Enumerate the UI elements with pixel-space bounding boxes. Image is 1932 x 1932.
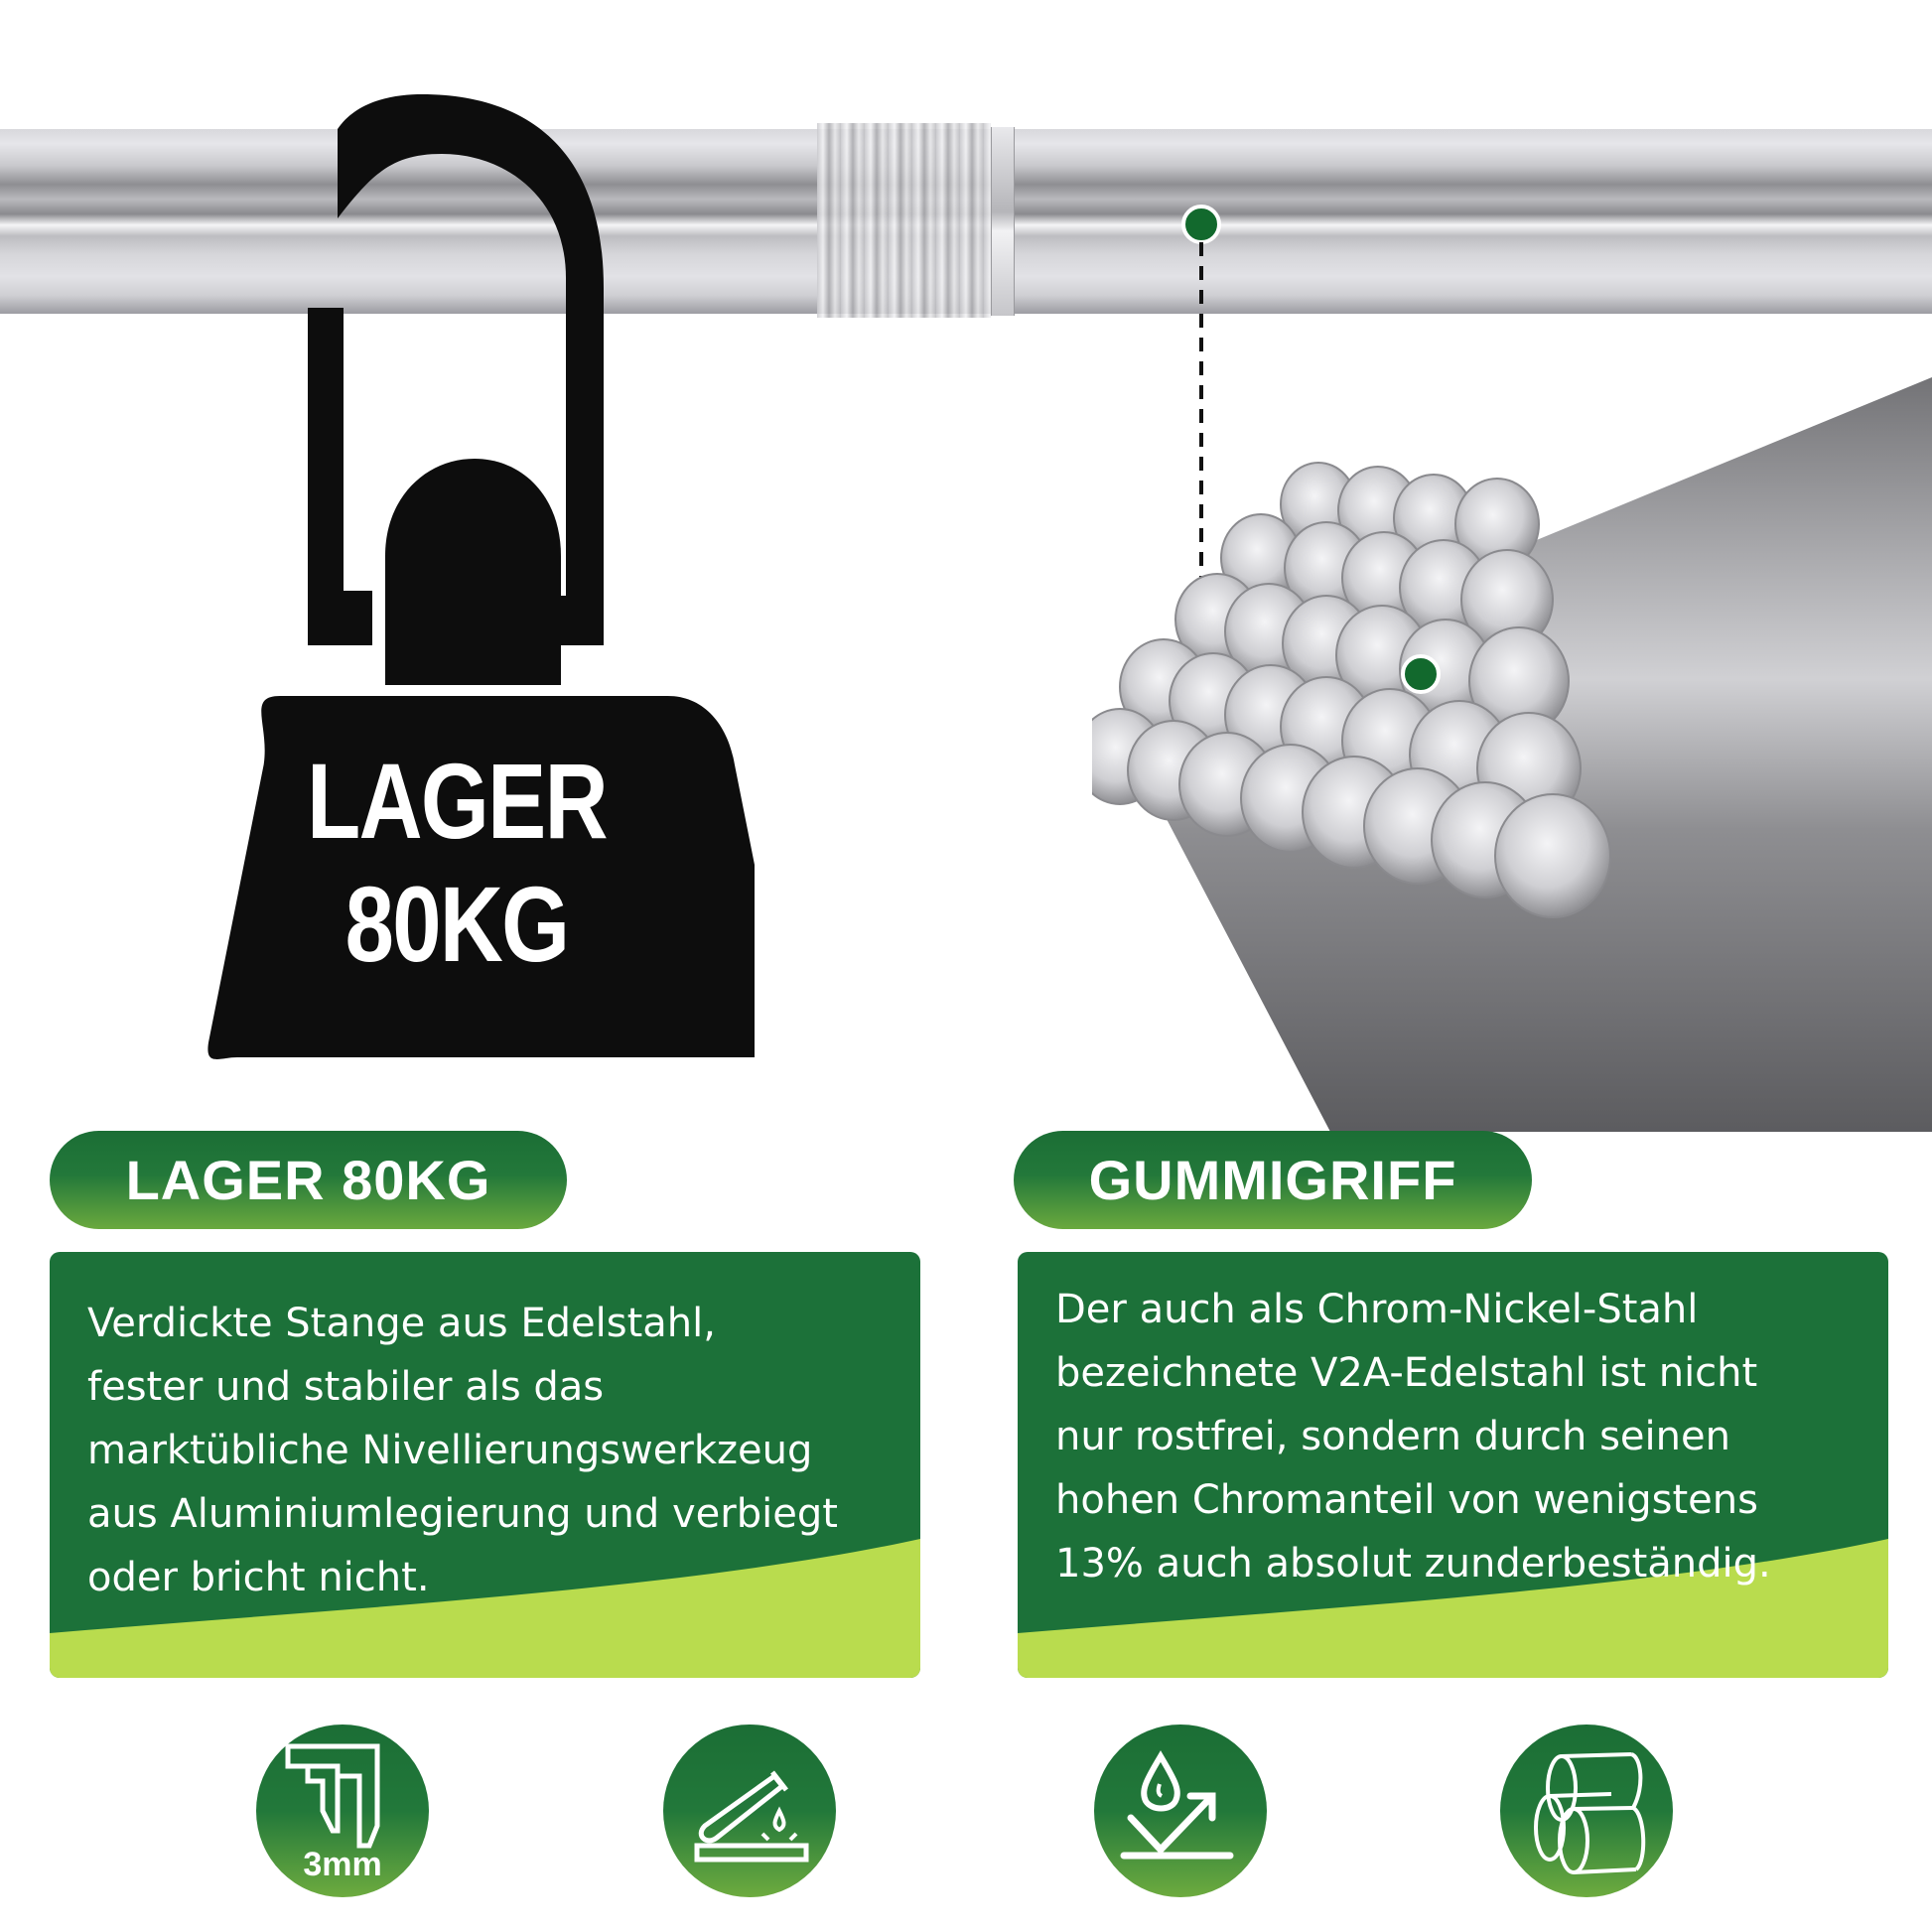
water-repellent-badge xyxy=(1094,1725,1267,1897)
feature-description-box-1: Verdickte Stange aus Edelstahl, fester u… xyxy=(50,1252,920,1678)
pipes-icon xyxy=(1534,1752,1646,1874)
test-tube-badge xyxy=(663,1725,836,1897)
pipes-badge xyxy=(1500,1725,1673,1897)
caliper-icon: 3mm xyxy=(285,1743,382,1883)
feature-title-1: LAGER 80KG xyxy=(125,1149,491,1211)
hook-weight-icon xyxy=(207,94,755,1059)
weight-label: LAGER 80KG xyxy=(255,740,657,986)
wave-decoration xyxy=(1018,1539,1888,1678)
rod-sleeve xyxy=(991,127,1015,316)
feature-description-2: Der auch als Chrom-Nickel-Stahl bezeichn… xyxy=(1055,1287,1771,1587)
svg-text:3mm: 3mm xyxy=(303,1846,381,1883)
weight-label-line2: 80KG xyxy=(345,864,570,984)
feature-title-badge-1: LAGER 80KG xyxy=(50,1131,567,1229)
feature-description-1: Verdickte Stange aus Edelstahl, fester u… xyxy=(87,1301,838,1600)
feature-title-2: GUMMIGRIFF xyxy=(1088,1149,1457,1211)
caliper-badge: 3mm xyxy=(256,1725,429,1897)
feature-description-box-2: Der auch als Chrom-Nickel-Stahl bezeichn… xyxy=(1018,1252,1888,1678)
rod-thread-joint xyxy=(817,123,991,318)
feature-title-badge-2: GUMMIGRIFF xyxy=(1014,1131,1532,1229)
water-repellent-icon xyxy=(1120,1750,1234,1860)
callout-dot-bottom xyxy=(1401,654,1441,694)
callout-dot-top xyxy=(1181,205,1221,244)
steel-bars-image xyxy=(1092,377,1932,1132)
weight-label-line1: LAGER xyxy=(307,741,608,861)
wave-decoration xyxy=(50,1539,920,1678)
test-tube-icon xyxy=(694,1770,809,1863)
